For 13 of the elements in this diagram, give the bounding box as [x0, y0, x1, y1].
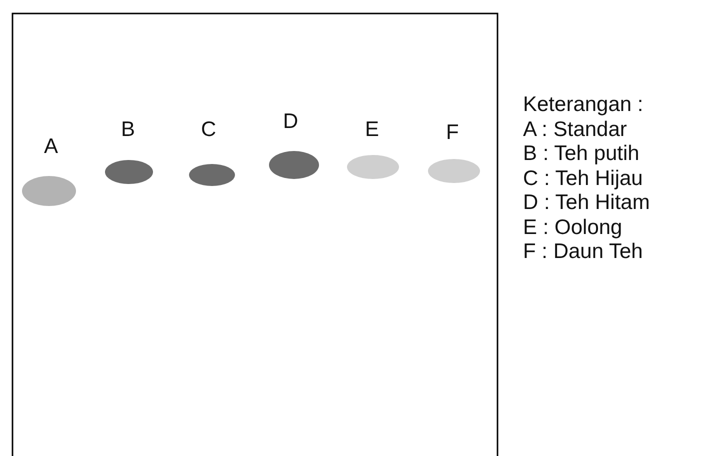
- lane-label: F: [446, 121, 459, 145]
- lane-label: E: [365, 118, 380, 142]
- legend-entry: D : Teh Hitam: [523, 191, 650, 215]
- legend-heading: Keterangan :: [523, 93, 644, 117]
- legend-entry: A : Standar: [523, 118, 627, 142]
- legend-entry: C : Teh Hijau: [523, 166, 643, 190]
- legend-entry: E : Oolong: [523, 216, 622, 240]
- lane-label: A: [44, 135, 58, 159]
- legend-entry: B : Teh putih: [523, 142, 640, 166]
- legend-entry: F : Daun Teh: [523, 240, 643, 264]
- lane-label: B: [121, 118, 136, 142]
- lane-label: D: [283, 110, 298, 134]
- lane-label: C: [201, 118, 216, 142]
